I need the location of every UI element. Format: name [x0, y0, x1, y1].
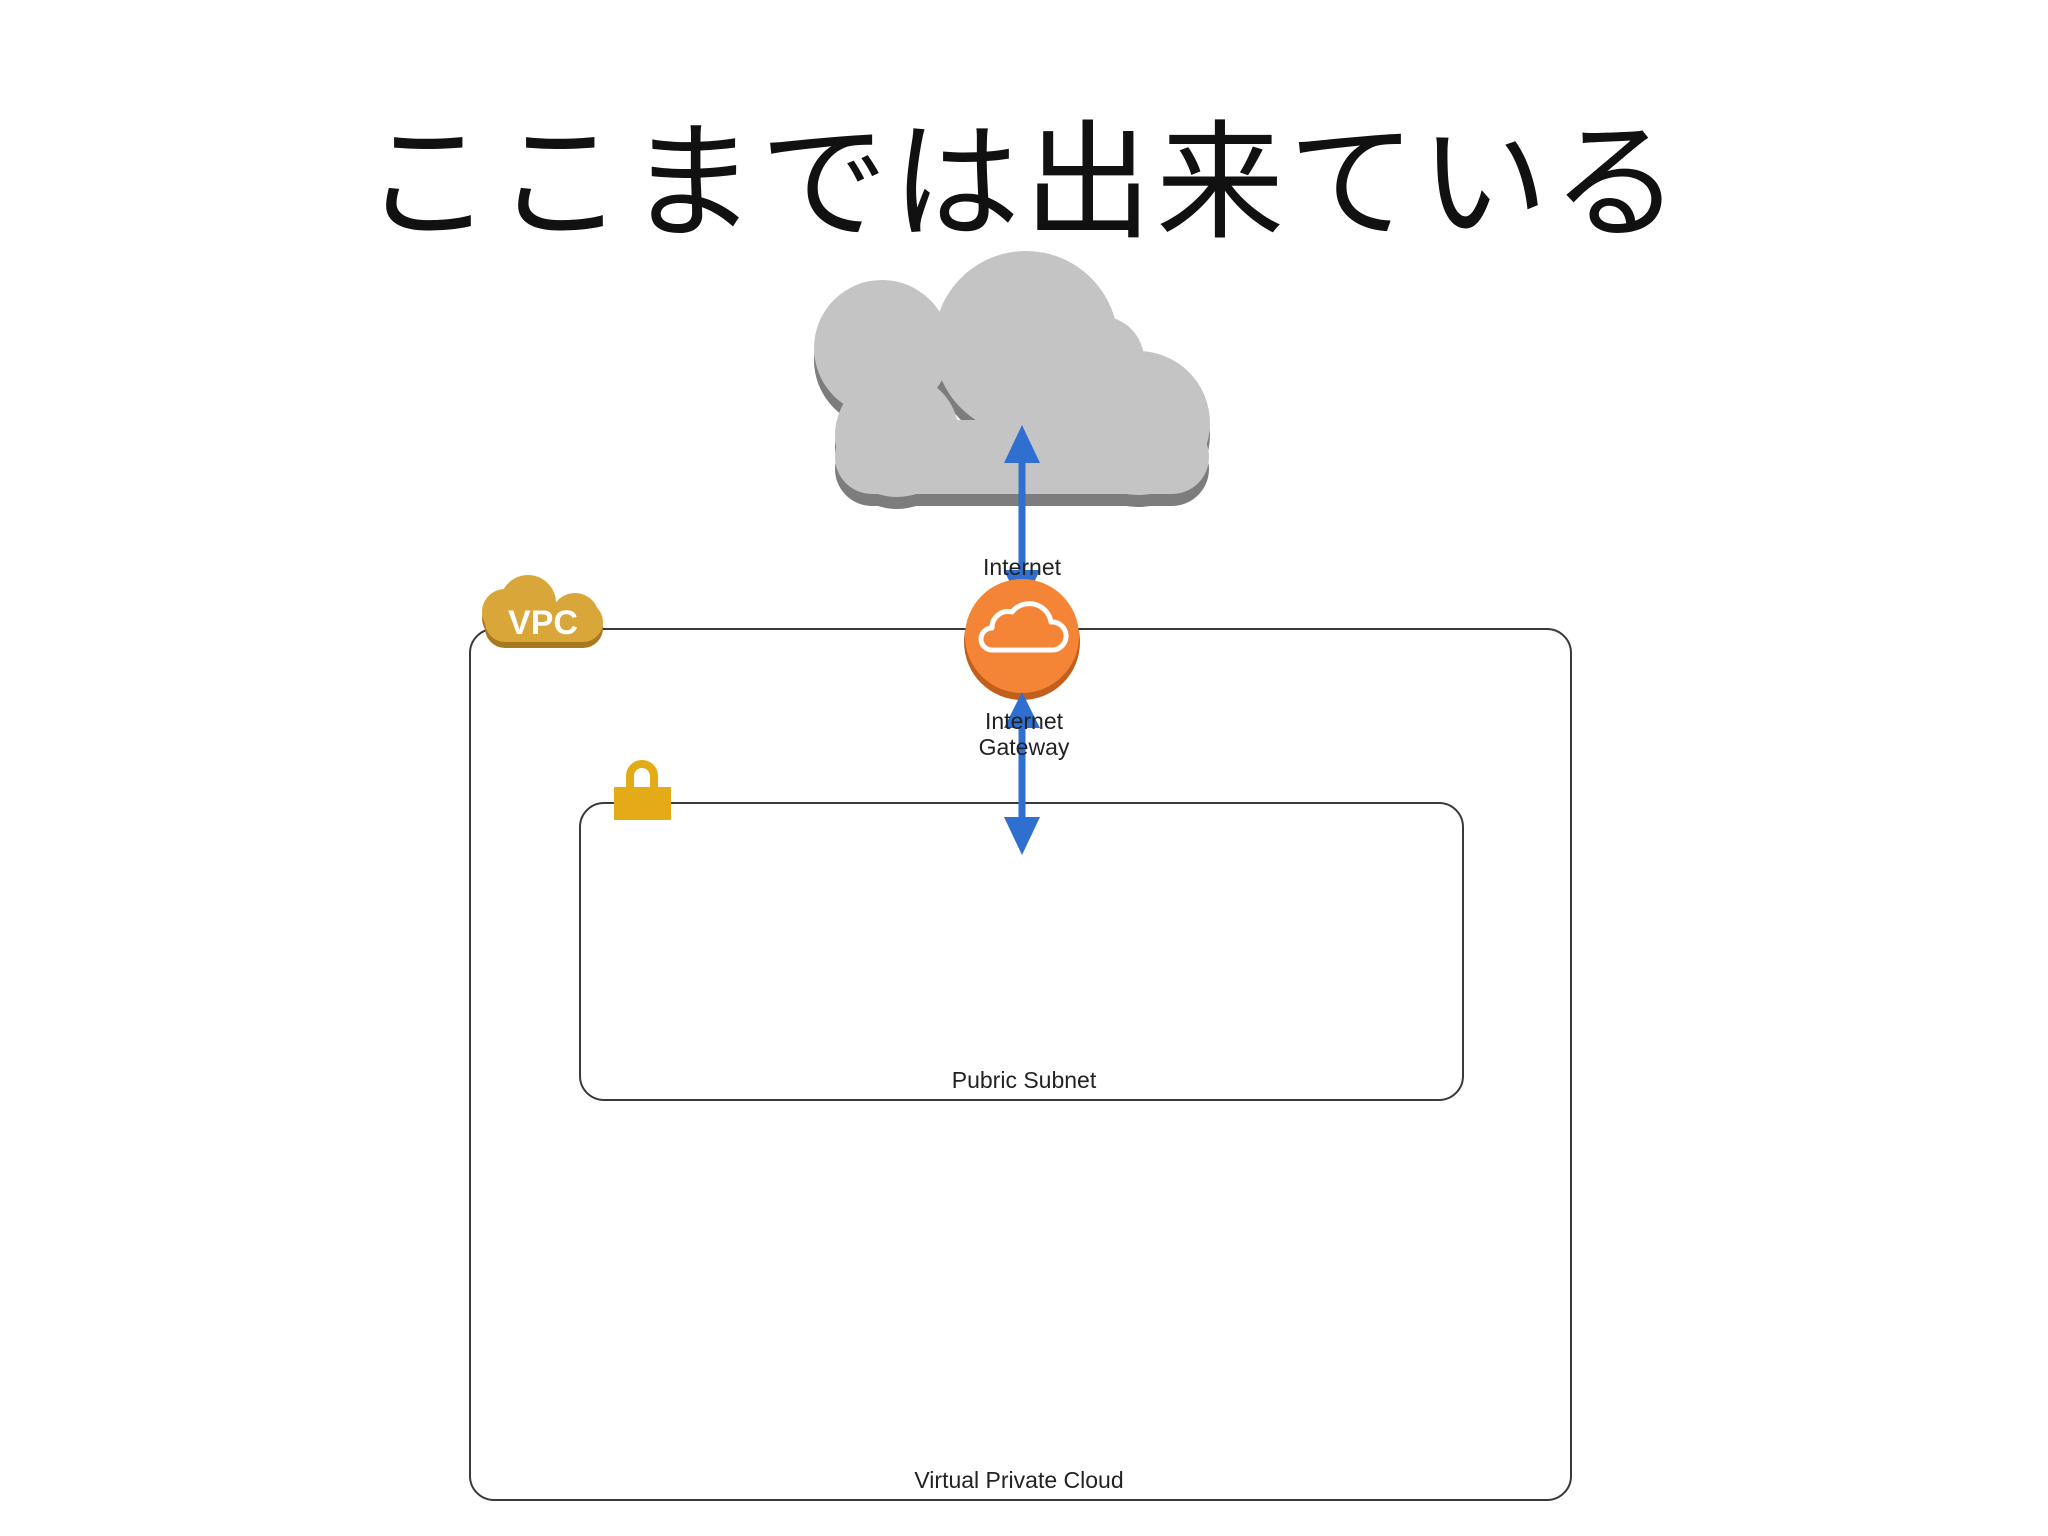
internet-cloud-icon — [814, 251, 1210, 509]
subnet-label: Pubric Subnet — [952, 1067, 1097, 1093]
slide-title: ここまでは出来ている — [363, 109, 1684, 258]
lock-icon — [614, 760, 671, 820]
internet-gateway-icon — [964, 579, 1080, 700]
gateway-label-line1: Internet — [985, 708, 1064, 734]
vpc-cloud-icon: VPC — [482, 575, 603, 648]
vpc-label: Virtual Private Cloud — [914, 1467, 1123, 1493]
vpc-badge-text: VPC — [508, 604, 578, 642]
gateway-subnet-arrow — [1004, 692, 1040, 855]
internet-label: Internet — [983, 554, 1062, 580]
gateway-label-line2: Gateway — [979, 734, 1070, 760]
